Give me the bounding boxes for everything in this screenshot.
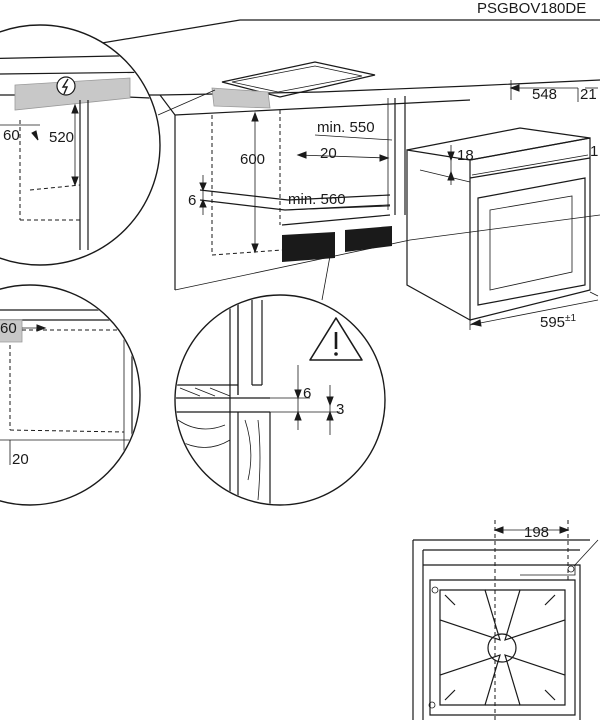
- leader-line-top: [157, 89, 216, 116]
- dim-20-bottom: 20: [12, 451, 29, 468]
- dim-20-top: 20: [320, 145, 337, 162]
- electric-hazard-icon: [56, 76, 76, 96]
- dim-520: 520: [49, 129, 74, 146]
- cabinet-perspective: [0, 19, 600, 291]
- dim-595-value: 595: [540, 314, 565, 331]
- dim-min550: min. 550: [317, 119, 375, 136]
- oven-top-view: [412, 520, 599, 720]
- warning-triangle-icon: [309, 317, 363, 361]
- leader-line-middle: [321, 244, 333, 301]
- detail-circle-top-left: [0, 24, 161, 266]
- dim-6-left: 6: [188, 192, 196, 209]
- detail-circle-middle: [174, 294, 386, 506]
- dim-18: 18: [457, 147, 474, 164]
- dim-595-tolerance: ±1: [565, 313, 576, 324]
- oven-perspective: [406, 80, 599, 330]
- dim-6-detail: 6: [303, 385, 311, 402]
- detail-circle-left: [0, 284, 141, 506]
- dim-60-top: 60: [3, 127, 20, 144]
- dim-21: 21: [580, 86, 597, 103]
- dim-1: 1: [590, 143, 598, 160]
- model-code: PSGBOV180DE: [477, 0, 586, 17]
- dim-198: 198: [524, 524, 549, 541]
- dim-548: 548: [532, 86, 557, 103]
- dim-60-mid: 60: [0, 320, 17, 337]
- dim-3-detail: 3: [336, 401, 344, 418]
- dim-min560: min. 560: [288, 191, 346, 208]
- dim-595: 595±1: [540, 313, 577, 331]
- dim-600: 600: [240, 151, 265, 168]
